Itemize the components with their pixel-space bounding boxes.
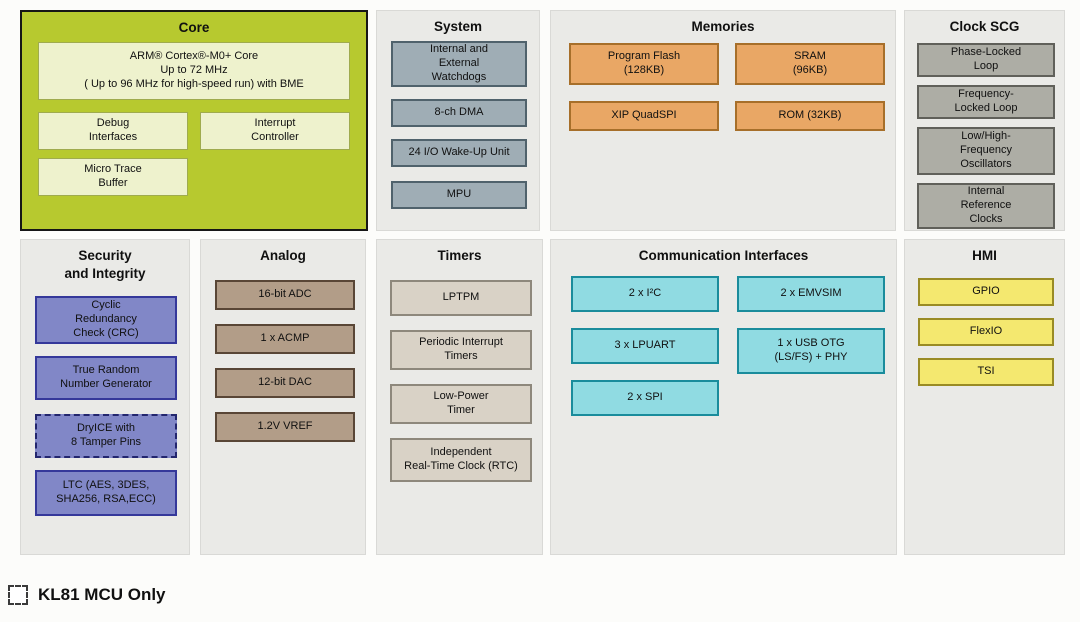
block-internal-external-watchdogs: Internal and External Watchdogs [391,41,527,87]
legend-dashed-box-icon [8,585,28,605]
block-dryice-tamper-pins: DryICE with 8 Tamper Pins [35,414,177,458]
block-rom: ROM (32KB) [735,101,885,131]
block-spi: 2 x SPI [571,380,719,416]
block-true-random-number-generator: True Random Number Generator [35,356,177,400]
block-16bit-adc: 16-bit ADC [215,280,355,310]
block-acmp: 1 x ACMP [215,324,355,354]
block-tsi: TSI [918,358,1054,386]
panel-clock-scg-title: Clock SCG [949,19,1020,34]
block-periodic-interrupt-timers: Periodic Interrupt Timers [390,330,532,370]
panel-hmi: HMI GPIO FlexIO TSI [904,239,1065,555]
block-pll: Phase-Locked Loop [917,43,1055,77]
block-rtc: Independent Real-Time Clock (RTC) [390,438,532,482]
panel-analog-title: Analog [260,248,306,263]
block-interrupt-controller: Interrupt Controller [200,112,350,150]
panel-memories-title: Memories [691,19,755,34]
panel-system-title: System [433,19,483,34]
block-ltc: LTC (AES, 3DES, SHA256, RSA,ECC) [35,470,177,516]
panel-timers: Timers LPTPM Periodic Interrupt Timers L… [376,239,543,555]
block-oscillators: Low/High- Frequency Oscillators [917,127,1055,175]
block-lpuart: 3 x LPUART [571,328,719,364]
block-lptpm: LPTPM [390,280,532,316]
block-8ch-dma: 8-ch DMA [391,99,527,127]
legend: KL81 MCU Only [8,585,166,605]
block-flexio: FlexIO [918,318,1054,346]
panel-timers-title: Timers [437,248,482,263]
panel-memories: Memories Program Flash (128KB) SRAM (96K… [550,10,896,231]
panel-communication-interfaces: Communication Interfaces 2 x I²C 2 x EMV… [550,239,897,555]
block-i2c: 2 x I²C [571,276,719,312]
panel-core-title: Core [178,20,210,35]
legend-label: KL81 MCU Only [38,585,166,604]
panel-analog: Analog 16-bit ADC 1 x ACMP 12-bit DAC 1.… [200,239,366,555]
panel-core: Core ARM® Cortex®-M0+ Core Up to 72 MHz … [20,10,368,231]
panel-system: System Internal and External Watchdogs 8… [376,10,540,231]
panel-clock-scg: Clock SCG Phase-Locked Loop Frequency- L… [904,10,1065,231]
block-debug-interfaces: Debug Interfaces [38,112,188,150]
block-mpu: MPU [391,181,527,209]
block-wakeup-unit: 24 I/O Wake-Up Unit [391,139,527,167]
block-low-power-timer: Low-Power Timer [390,384,532,424]
block-internal-reference-clocks: Internal Reference Clocks [917,183,1055,229]
block-12bit-dac: 12-bit DAC [215,368,355,398]
block-arm-cortex-m0plus-core: ARM® Cortex®-M0+ Core Up to 72 MHz ( Up … [38,42,350,100]
panel-security-title: Security and Integrity [64,248,146,281]
block-xip-quadspi: XIP QuadSPI [569,101,719,131]
block-crc: Cyclic Redundancy Check (CRC) [35,296,177,344]
block-gpio: GPIO [918,278,1054,306]
block-usb-otg-phy: 1 x USB OTG (LS/FS) + PHY [737,328,885,374]
block-fll: Frequency- Locked Loop [917,85,1055,119]
panel-security: Security and Integrity Cyclic Redundancy… [20,239,190,555]
panel-hmi-title: HMI [972,248,997,263]
panel-communication-interfaces-title: Communication Interfaces [638,248,809,263]
block-emvsim: 2 x EMVSIM [737,276,885,312]
block-micro-trace-buffer: Micro Trace Buffer [38,158,188,196]
block-program-flash: Program Flash (128KB) [569,43,719,85]
block-sram: SRAM (96KB) [735,43,885,85]
block-vref: 1.2V VREF [215,412,355,442]
